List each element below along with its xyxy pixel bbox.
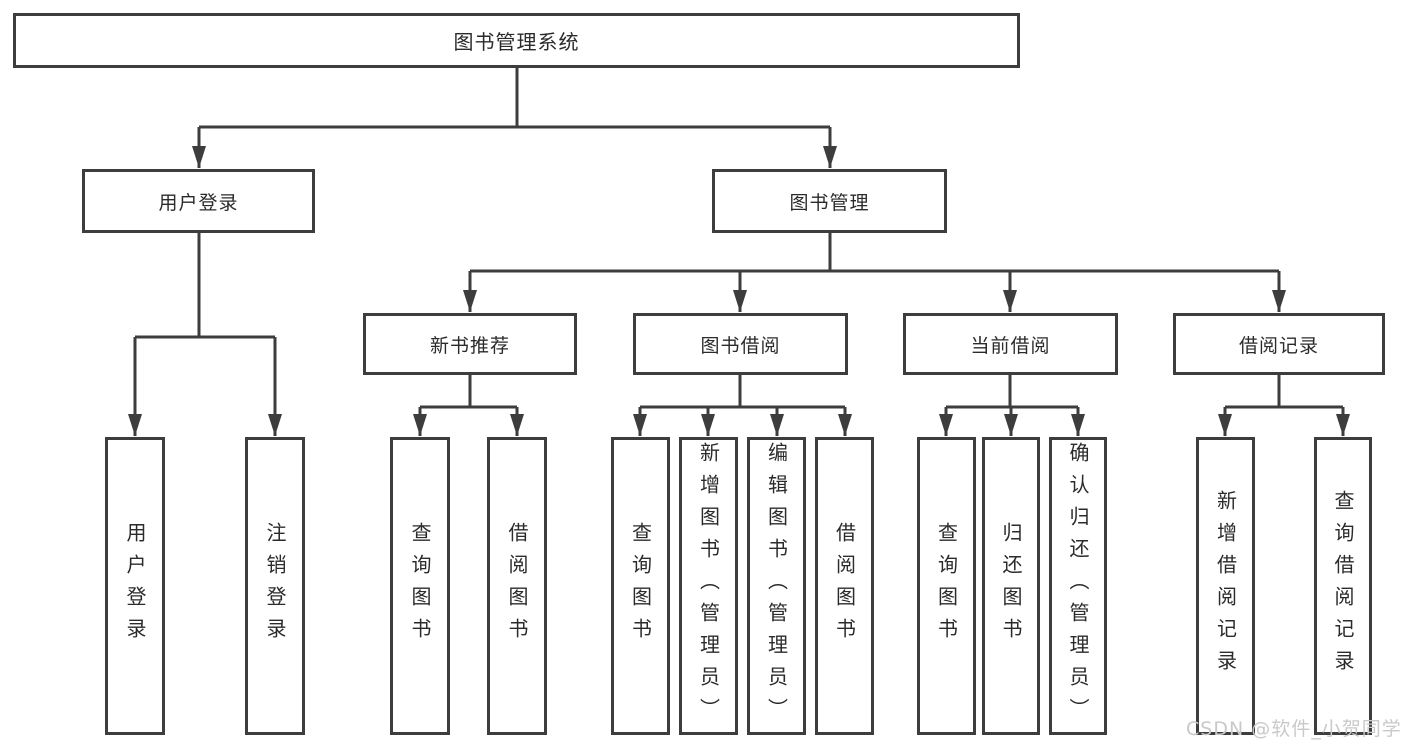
leaf-confirm-return-admin: 确认归还（管理员）: [1049, 437, 1107, 735]
node-root-system: 图书管理系统: [13, 13, 1020, 68]
leaf-user-login: 用户登录: [105, 437, 165, 735]
node-book-management-label: 图书管理: [789, 191, 870, 214]
node-borrow-records: 借阅记录: [1173, 313, 1385, 375]
leaf-borrow-books: 借阅图书: [487, 437, 547, 735]
connector-root-to-level2: [192, 68, 837, 168]
leaf-label: 查询图书: [934, 522, 959, 650]
leaf-query-books: 查询图书: [611, 437, 670, 735]
leaf-add-borrow-record: 新增借阅记录: [1196, 437, 1255, 735]
csdn-watermark: CSDN @软件_小贺同学: [1186, 718, 1402, 740]
leaf-add-books-admin: 新增图书（管理员）: [679, 437, 738, 735]
leaf-query-books: 查询图书: [390, 437, 450, 735]
leaf-label: 用户登录: [123, 522, 147, 650]
connector-current-borrow-to-leaves: [939, 375, 1085, 436]
connector-book-management-to-level3: [463, 233, 1286, 312]
node-book-management: 图书管理: [712, 169, 947, 233]
node-new-books-label: 新书推荐: [429, 334, 510, 357]
leaf-label: 确认归还（管理员）: [1066, 442, 1090, 730]
leaf-label: 归还图书: [999, 522, 1023, 650]
leaf-query-books: 查询图书: [917, 437, 976, 735]
node-root-label: 图书管理系统: [453, 30, 580, 54]
leaf-label: 注销登录: [263, 522, 287, 650]
node-borrow-records-label: 借阅记录: [1238, 334, 1319, 357]
node-user-login-label: 用户登录: [158, 191, 239, 214]
leaf-logout: 注销登录: [245, 437, 305, 735]
node-book-borrow: 图书借阅: [633, 313, 848, 375]
connector-user-login-to-leaves: [128, 233, 282, 436]
node-current-borrow: 当前借阅: [903, 313, 1118, 375]
node-new-books: 新书推荐: [363, 313, 577, 375]
leaf-borrow-books: 借阅图书: [815, 437, 874, 735]
leaf-query-borrow-record: 查询借阅记录: [1314, 437, 1372, 735]
leaf-label: 查询借阅记录: [1331, 490, 1355, 682]
leaf-label: 借阅图书: [832, 522, 857, 650]
node-book-borrow-label: 图书借阅: [700, 334, 781, 357]
leaf-edit-books-admin: 编辑图书（管理员）: [747, 437, 806, 735]
leaf-return-books: 归还图书: [982, 437, 1040, 735]
leaf-label: 新增图书（管理员）: [696, 442, 721, 730]
leaf-label: 新增借阅记录: [1213, 490, 1238, 682]
leaf-label: 借阅图书: [505, 522, 529, 650]
node-user-login: 用户登录: [82, 169, 315, 233]
leaf-label: 查询图书: [628, 522, 653, 650]
connector-borrow-records-to-leaves: [1218, 375, 1350, 436]
leaf-label: 查询图书: [408, 522, 432, 650]
connector-book-borrow-to-leaves: [633, 375, 852, 436]
connector-new-books-to-leaves: [413, 375, 524, 436]
node-current-borrow-label: 当前借阅: [970, 334, 1051, 357]
leaf-label: 编辑图书（管理员）: [764, 442, 789, 730]
